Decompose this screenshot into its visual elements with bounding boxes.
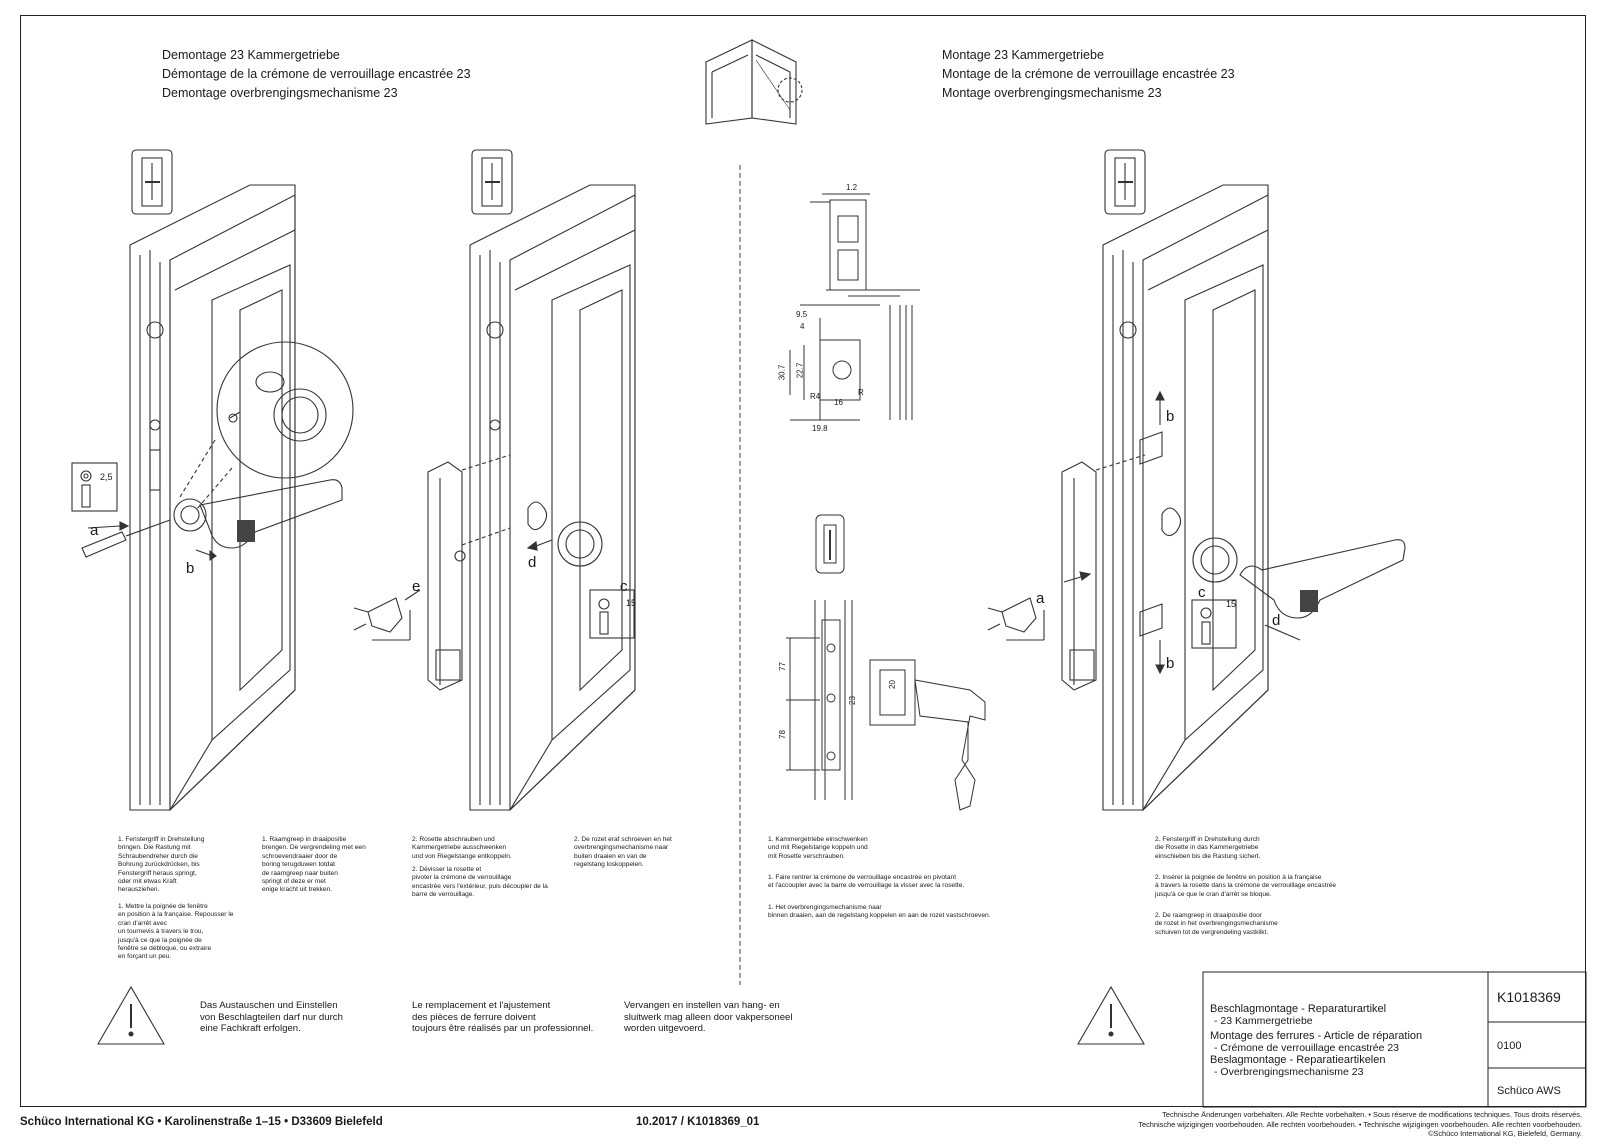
step-right-1-fr: 1. Faire rentrer la crémone de verrouill… [768, 874, 965, 890]
tb-title-fr: Montage des ferrures - Article de répara… [1210, 1030, 1423, 1042]
left-title-fr: Démontage de la crémone de verrouillage … [162, 67, 471, 81]
tb-sub-fr: - Crémone de verrouillage encastrée 23 [1214, 1042, 1400, 1054]
step-left-1-nl: 1. Raamgreep in draaipositie brengen. De… [262, 836, 366, 894]
step-right-1-nl: 1. Het overbrengingsmechanisme naar binn… [768, 904, 991, 920]
callout-d-right: d [1272, 612, 1281, 629]
callout-e: e [412, 578, 421, 595]
step-right-1-de: 1. Kammergetriebe einschwenken und mit R… [768, 836, 868, 860]
footer-legal: Technische Änderungen vorbehalten. Alle … [1138, 1110, 1582, 1139]
step-right-2-fr: 2. Insérer la poignée de fenêtre en posi… [1155, 874, 1337, 898]
dim-label: 78 [777, 730, 787, 739]
torx-size-label: 15 [626, 598, 637, 608]
dim-label: 23 [847, 696, 857, 705]
callout-d: d [528, 554, 537, 571]
step-left-2-fr: 2. Dévisser la rosette et pivoter la cré… [412, 866, 548, 899]
step-left-2-de: 2. Rosette abschrauben und Kammergetrieb… [412, 836, 512, 860]
revision-number: 0100 [1497, 1040, 1522, 1052]
dim-label: 22.7 [795, 362, 805, 379]
right-title-fr: Montage de la crémone de verrouillage en… [942, 67, 1235, 81]
left-title-nl: Demontage overbrengingsmechanisme 23 [162, 86, 398, 100]
tb-title-nl: Beslagmontage - Reparatieartikelen [1210, 1054, 1386, 1066]
left-title-de: Demontage 23 Kammergetriebe [162, 48, 340, 62]
footer-date: 10.2017 / K1018369_01 [636, 1116, 760, 1128]
right-title-nl: Montage overbrengingsmechanisme 23 [942, 86, 1162, 100]
dim-label: 77 [777, 662, 787, 671]
step-right-2-nl: 2. De raamgreep in draaipositie door de … [1155, 912, 1278, 936]
footer-company: Schüco International KG • Karolinenstraß… [20, 1116, 383, 1128]
torx-size-label-right: 15 [1226, 599, 1237, 609]
right-title-de: Montage 23 Kammergetriebe [942, 48, 1104, 62]
callout-a: a [90, 522, 99, 539]
left-title-block: Demontage 23 Kammergetriebe Démontage de… [162, 46, 471, 103]
tool-size-label: 2,5 [100, 472, 113, 482]
warning-de: Das Austauschen und Einstellen von Besch… [200, 1000, 343, 1034]
callout-c: c [620, 578, 628, 595]
dim-label: R [858, 388, 864, 397]
dim-label: 19.8 [812, 424, 828, 433]
warning-icon-right [1077, 985, 1145, 1045]
window-corner-icon [705, 39, 803, 125]
warning-fr: Le remplacement et l'ajustement des pièc… [412, 1000, 594, 1034]
tb-sub-nl: - Overbrengingsmechanisme 23 [1214, 1066, 1364, 1078]
dim-label: 20 [887, 680, 897, 689]
step-left-1-fr: 1. Mettre la poignée de fenêtre en posit… [118, 903, 234, 961]
step-left-1-de: 1. Fenstergriff in Drehstellung bringen.… [118, 836, 205, 894]
tb-title-de: Beschlagmontage - Reparaturartikel [1210, 1003, 1387, 1015]
step-left-2-nl: 2. De rozet eraf schroeven en het overbr… [574, 836, 672, 869]
warning-icon-left [97, 985, 165, 1045]
dim-label: R4 [810, 392, 821, 401]
window-frame-1 [71, 149, 354, 812]
right-title-block: Montage 23 Kammergetriebe Montage de la … [942, 46, 1235, 103]
step-right-2-de: 2. Fenstergriff in Drehstellung durch di… [1155, 836, 1261, 860]
dim-label: 9.5 [796, 310, 808, 319]
brand-name: Schüco AWS [1497, 1085, 1561, 1097]
dim-label: 30.7 [777, 364, 787, 381]
drawing-frame [20, 15, 1586, 1107]
callout-b: b [186, 560, 195, 577]
title-block-text: Beschlagmontage - Reparaturartikel - 23 … [1210, 1003, 1485, 1078]
window-frame-2 [353, 149, 636, 812]
callout-a-right: a [1036, 590, 1045, 607]
callout-b-upper: b [1166, 408, 1175, 425]
dim-label: 4 [800, 322, 805, 331]
window-frame-3 [987, 149, 1406, 812]
warning-nl: Vervangen en instellen van hang- en slui… [624, 1000, 793, 1034]
callout-b-lower: b [1166, 655, 1175, 672]
callout-c-right: c [1198, 584, 1206, 601]
handle-detail [786, 514, 986, 811]
dim-label: 16 [834, 398, 843, 407]
tb-sub-de: - 23 Kammergetriebe [1214, 1015, 1313, 1027]
section-detail [789, 193, 920, 421]
document-number: K1018369 [1497, 989, 1561, 1005]
title-block [1202, 971, 1587, 1108]
dim-label: 1.2 [846, 183, 858, 192]
